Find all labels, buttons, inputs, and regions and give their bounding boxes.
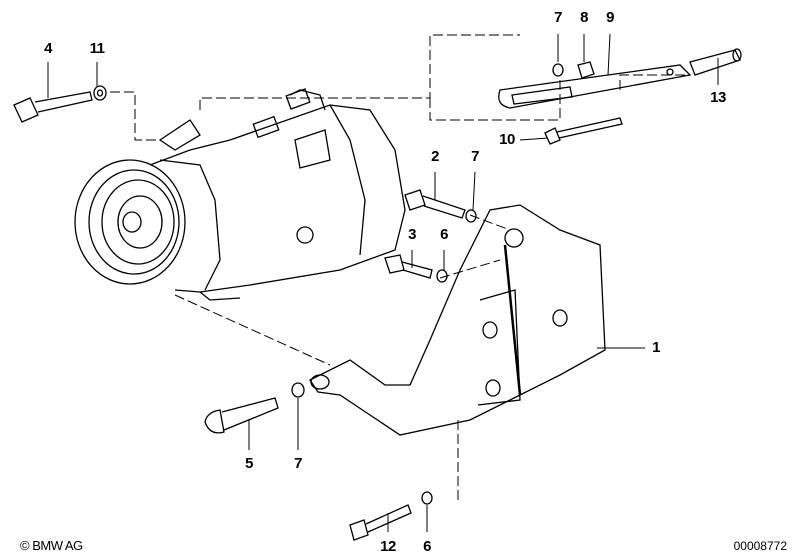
ac-compressor bbox=[74, 88, 406, 301]
callout-3: 3 bbox=[408, 226, 416, 243]
callout-7: 7 bbox=[294, 455, 302, 472]
callout-10: 10 bbox=[499, 131, 515, 148]
assembly-dash-lines bbox=[110, 34, 690, 500]
bolts bbox=[13, 61, 623, 541]
bracket bbox=[309, 204, 606, 436]
callout-11: 11 bbox=[89, 40, 105, 57]
leader-lines bbox=[47, 33, 719, 532]
callout-6: 6 bbox=[440, 226, 448, 243]
callout-13: 13 bbox=[710, 89, 726, 106]
callout-7: 7 bbox=[554, 9, 562, 26]
callout-6: 6 bbox=[423, 538, 431, 555]
tension-strap bbox=[498, 64, 692, 109]
callout-1: 1 bbox=[652, 339, 660, 356]
callout-12: 12 bbox=[380, 538, 396, 555]
callout-8: 8 bbox=[580, 9, 588, 26]
callout-9: 9 bbox=[606, 9, 614, 26]
document-number: 00008772 bbox=[733, 539, 787, 553]
copyright: © BMW AG bbox=[20, 538, 83, 553]
callout-4: 4 bbox=[44, 40, 52, 57]
callout-7: 7 bbox=[471, 148, 479, 165]
sleeve bbox=[689, 48, 742, 76]
callout-5: 5 bbox=[245, 455, 253, 472]
callout-2: 2 bbox=[431, 148, 439, 165]
